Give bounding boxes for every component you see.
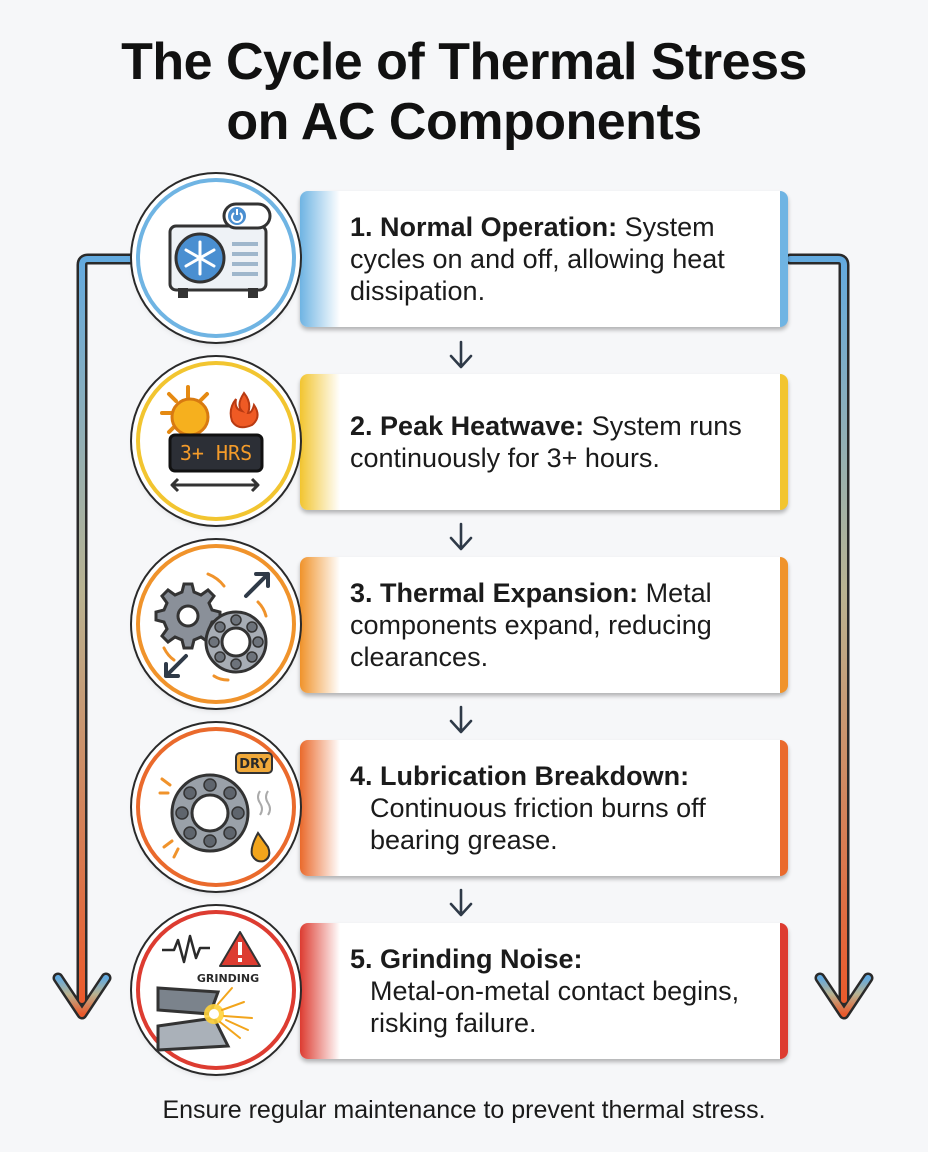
step-heading: Normal Operation: <box>380 212 618 242</box>
grinding-icon: GRINDING <box>136 910 296 1070</box>
step-accent-band <box>300 191 340 327</box>
footer-note: Ensure regular maintenance to prevent th… <box>162 1096 766 1124</box>
icon-label-hrs: 3+ HRS <box>180 441 252 465</box>
step-number: 5. <box>350 944 373 974</box>
gear-bearing-icon <box>136 544 296 704</box>
ac-unit-icon <box>136 178 296 338</box>
title-line-2: on AC Components <box>226 93 702 151</box>
step-card-4: 4. Lubrication Breakdown: Continuous fri… <box>300 740 788 876</box>
step-description: System cycles on and off, allowing heat … <box>350 212 725 306</box>
step-description: System runs continuously for 3+ hours. <box>350 411 742 473</box>
icon-label-grinding: GRINDING <box>197 972 259 985</box>
icon-label-dry: DRY <box>239 757 269 772</box>
page-title: The Cycle of Thermal Stress on AC Compon… <box>0 32 928 152</box>
dry-bearing-icon: DRY <box>136 727 296 887</box>
down-arrow-icon <box>449 522 473 551</box>
step-accent-band <box>300 740 340 876</box>
step-heading: Thermal Expansion: <box>380 578 639 608</box>
step-accent-band <box>300 923 340 1059</box>
step-description: Metal-on-metal contact begins, risking f… <box>370 976 740 1038</box>
step-number: 4. <box>350 761 373 791</box>
title-line-1: The Cycle of Thermal Stress <box>121 33 807 91</box>
down-arrow-icon <box>449 340 473 369</box>
step-card-5: 5. Grinding Noise: Metal-on-metal contac… <box>300 923 788 1059</box>
step-number: 3. <box>350 578 373 608</box>
down-arrow-icon <box>449 888 473 917</box>
step-number: 2. <box>350 411 373 441</box>
step-accent-band <box>300 374 340 510</box>
step-accent-band <box>300 557 340 693</box>
down-arrow-icon <box>449 705 473 734</box>
left-loop-arrow <box>52 253 146 1020</box>
step-heading: Grinding Noise: <box>380 944 583 974</box>
step-heading: Lubrication Breakdown: <box>380 761 690 791</box>
right-loop-arrow <box>784 253 874 1020</box>
step-description: Continuous friction burns off bearing gr… <box>370 793 706 855</box>
step-card-2: 2. Peak Heatwave: System runs continuous… <box>300 374 788 510</box>
step-heading: Peak Heatwave: <box>380 411 585 441</box>
step-description: Metal components expand, reducing cleara… <box>350 578 712 672</box>
heatwave-icon: 3+ HRS <box>136 361 296 521</box>
step-card-1: 1. Normal Operation: System cycles on an… <box>300 191 788 327</box>
step-card-3: 3. Thermal Expansion: Metal components e… <box>300 557 788 693</box>
step-number: 1. <box>350 212 373 242</box>
